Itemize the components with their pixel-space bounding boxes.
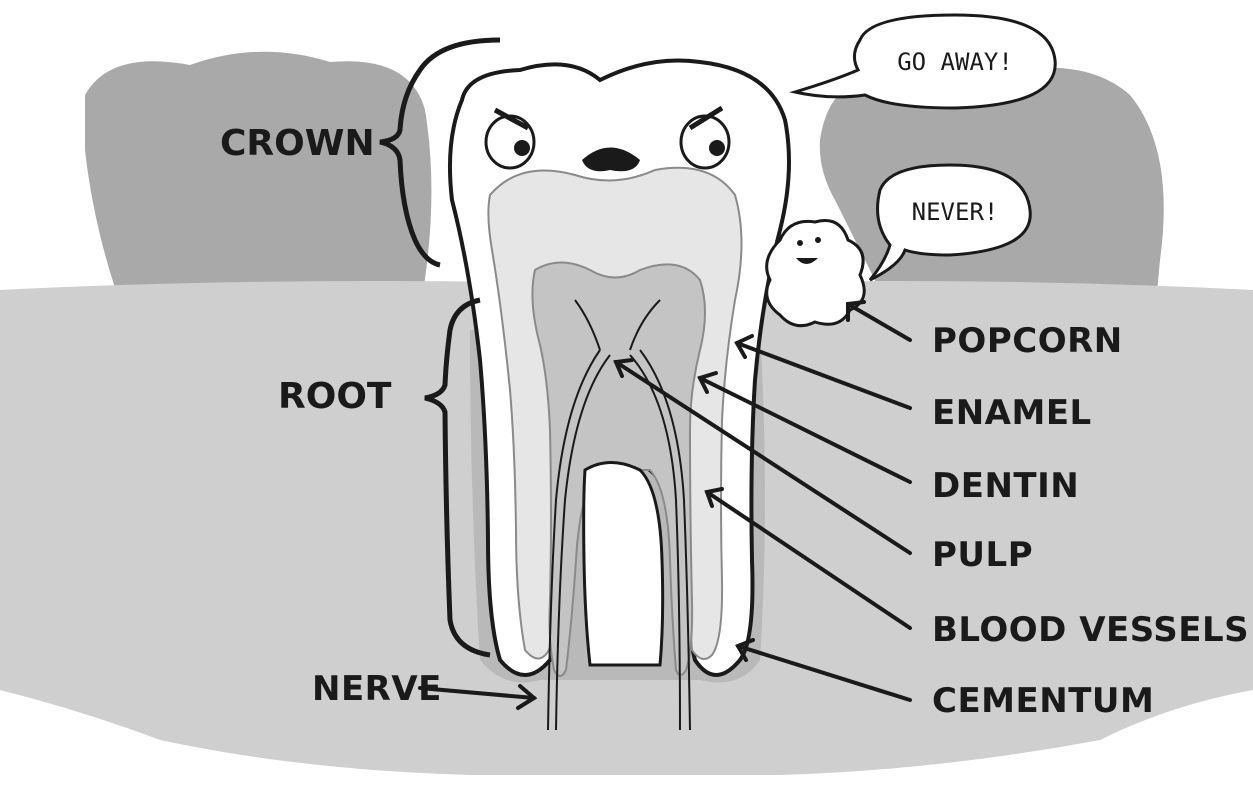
pulp-label: PULP — [932, 535, 1033, 575]
speech-tooth-text: GO AWAY! — [897, 48, 1013, 76]
root-label: ROOT — [278, 376, 392, 417]
enamel-label: ENAMEL — [932, 393, 1092, 433]
popcorn-label: POPCORN — [932, 321, 1123, 361]
blood-vessels-label: BLOOD VESSELS — [932, 610, 1249, 650]
cementum-label: CEMENTUM — [932, 681, 1154, 721]
crown-label: CROWN — [220, 123, 375, 164]
right-pupil — [709, 140, 725, 156]
popcorn-left-eye — [797, 240, 803, 246]
root-canal-inner — [584, 463, 663, 666]
popcorn-right-eye — [815, 237, 821, 243]
speech-bubble-tooth: GO AWAY! — [795, 15, 1055, 108]
speech-popcorn-text: NEVER! — [912, 198, 999, 226]
left-pupil — [514, 140, 530, 156]
dentin-label: DENTIN — [932, 466, 1079, 506]
